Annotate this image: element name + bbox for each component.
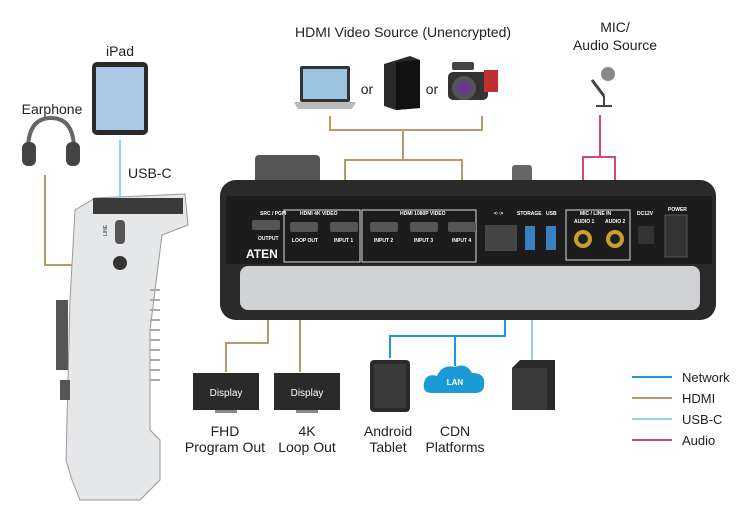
loop-label: 4K: [298, 423, 316, 439]
ipad-label: iPad: [106, 43, 134, 59]
usbc-label: USB-C: [128, 165, 172, 181]
legend-audio: Audio: [682, 433, 715, 448]
ipad-icon: [92, 62, 148, 135]
legend-hdmi: HDMI: [682, 391, 715, 406]
device-side-view: LINE: [56, 193, 189, 501]
main-device-rear: SRC / PGM OUTPUT ATEN HDMI 4K VIDEO HDMI…: [220, 155, 716, 320]
tablet-label: Android: [364, 423, 412, 439]
fhd-label-2: Program Out: [185, 439, 265, 455]
mic-label: MIC/: [600, 19, 630, 35]
camcorder-icon: [448, 62, 498, 100]
or-label: or: [361, 81, 374, 97]
legend-usbc: USB-C: [682, 412, 722, 427]
legend-network: Network: [682, 370, 730, 385]
hdmi-source-label: HDMI Video Source (Unencrypted): [295, 24, 511, 40]
line-label: LINE: [103, 224, 109, 236]
lan-port-label: <··>: [494, 211, 503, 217]
audio2-label: AUDIO 2: [605, 219, 626, 225]
output-label: OUTPUT: [258, 236, 279, 242]
storage-label: STORAGE: [517, 211, 542, 217]
or-label: or: [426, 81, 439, 97]
headphone-icon: [22, 115, 80, 166]
fhd-label: FHD: [211, 423, 240, 439]
input1-label: INPUT 1: [334, 238, 353, 244]
mic-line-in-label: MIC / LINE IN: [580, 211, 612, 217]
usb-label: USB: [546, 211, 557, 217]
dc-label: DC12V: [637, 211, 654, 217]
cdn-label: CDN: [440, 423, 470, 439]
loop-out-label: LOOP OUT: [292, 238, 318, 244]
src-pgm-label: SRC / PGM: [260, 211, 286, 217]
loop-label-2: Loop Out: [278, 439, 336, 455]
input3-label: INPUT 3: [414, 238, 433, 244]
earphone-label: Earphone: [22, 101, 83, 117]
microphone-icon: [590, 67, 615, 107]
display-label: Display: [291, 388, 324, 399]
cloud-icon: LAN: [423, 365, 485, 393]
tablet-label-2: Tablet: [369, 439, 406, 455]
laptop-icon: [294, 66, 356, 109]
display-fhd: Display: [193, 373, 259, 413]
display-4k: Display: [274, 373, 340, 413]
hdmi4k-label: HDMI 4K VIDEO: [300, 211, 338, 217]
hdmi1080-label: HDMI 1080P VIDEO: [400, 211, 446, 217]
lan-label: LAN: [447, 378, 464, 387]
mic-label-2: Audio Source: [573, 37, 657, 53]
aten-logo: ATEN: [246, 247, 278, 261]
legend: Network HDMI USB-C Audio: [632, 370, 730, 448]
storage-drive-icon: [512, 360, 555, 410]
input4-label: INPUT 4: [452, 238, 471, 244]
game-console-icon: [384, 56, 420, 110]
audio1-label: AUDIO 1: [574, 219, 595, 225]
power-label: POWER: [668, 207, 687, 213]
tablet-icon: [370, 360, 410, 412]
cdn-label-2: Platforms: [425, 439, 484, 455]
input2-label: INPUT 2: [374, 238, 393, 244]
display-label: Display: [210, 388, 243, 399]
